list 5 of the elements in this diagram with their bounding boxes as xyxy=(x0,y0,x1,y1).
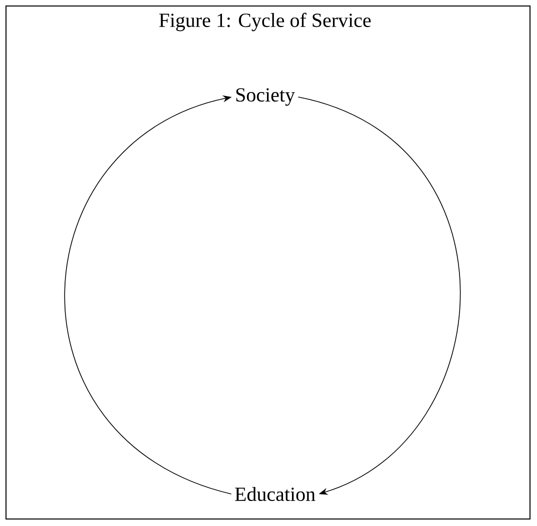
title: Figure 1: Cycle of Service xyxy=(159,12,371,32)
node-label: Education xyxy=(235,486,316,502)
arrow xyxy=(64,95,232,494)
arrow xyxy=(298,96,461,495)
node-label: Society xyxy=(236,88,295,106)
